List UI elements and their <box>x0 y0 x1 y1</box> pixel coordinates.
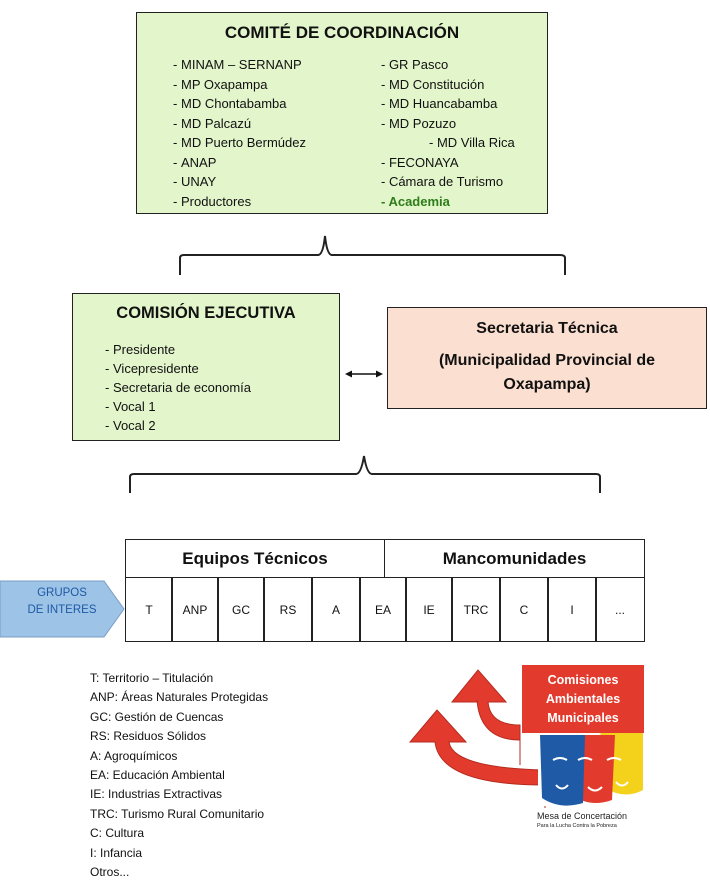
legend-item: IE: Industrias Extractivas <box>90 787 223 802</box>
comisiones-ambientales-box: Comisiones Ambientales Municipales <box>522 665 644 733</box>
table-cell: RS <box>263 577 313 642</box>
ejecutiva-list: -Presidente -Vicepresidente -Secretaria … <box>83 340 251 435</box>
table-cell: I <box>547 577 597 642</box>
list-item: - MD Pozuzo <box>381 115 457 131</box>
legend-item: GC: Gestión de Cuencas <box>90 709 224 724</box>
table-cell: GC <box>217 577 265 642</box>
comite-left-list: -MINAM – SERNANP -MP Oxapampa -MD Chonta… <box>151 55 306 211</box>
legend-item: I: Infancia <box>90 845 143 860</box>
table-cell: IE <box>405 577 453 642</box>
mesa-concertacion-label: Mesa de Concertación <box>537 811 628 821</box>
mancomunidades-header: Mancomunidades <box>384 539 645 578</box>
table-cell: ... <box>595 577 645 642</box>
list-item: -MD Puerto Bermúdez <box>173 135 306 150</box>
list-item: -ANAP <box>173 154 217 170</box>
list-item: -MINAM – SERNANP <box>173 57 302 72</box>
legend-item: TRC: Turismo Rural Comunitario <box>90 806 265 821</box>
list-item: - MD Villa Rica <box>429 135 515 150</box>
legend-item: C: Cultura <box>90 826 145 841</box>
list-item: - MD Constitución <box>381 76 485 92</box>
list-item: - MD Huancabamba <box>381 96 498 111</box>
grupos-interes-label: GRUPOS DE INTERES <box>27 587 97 616</box>
secretaria-line3: Oxapampa) <box>503 376 591 393</box>
legend-item: A: Agroquímicos <box>90 748 178 763</box>
secretaria-line1: Secretaria Técnica <box>476 320 618 337</box>
grupos-interes-tag <box>0 580 125 638</box>
legend-item: EA: Educación Ambiental <box>90 768 225 783</box>
table-cell: C <box>499 577 549 642</box>
list-item: -Vocal 1 <box>105 399 156 414</box>
ejecutiva-title: COMISIÓN EJECUTIVA <box>116 304 296 322</box>
comision-ejecutiva-box: COMISIÓN EJECUTIVA -Presidente -Vicepres… <box>72 293 340 441</box>
comite-title: COMITÉ DE COORDINACIÓN <box>224 23 460 42</box>
secretaria-tecnica-box: Secretaria Técnica (Municipalidad Provin… <box>387 307 707 409</box>
table-cell: ANP <box>171 577 219 642</box>
list-item: -MD Palcazú <box>173 115 252 131</box>
list-item-academia: - Academia <box>381 193 450 209</box>
table-cell: T <box>125 577 173 642</box>
list-item: - Cámara de Turismo <box>381 174 504 189</box>
legend-item: Otros... <box>90 865 130 880</box>
list-item: -MP Oxapampa <box>173 76 268 92</box>
list-item: -Vocal 2 <box>105 418 156 433</box>
mesa-concertacion-sublabel: Para la Lucha Contra la Pobreza <box>537 823 617 829</box>
comite-right-list: - GR Pasco - MD Constitución - MD Huanca… <box>381 55 515 211</box>
list-item: - FECONAYA <box>381 154 459 170</box>
list-item: -UNAY <box>173 174 217 189</box>
mesa-concertacion-logo <box>538 728 644 806</box>
red-arrow-icon <box>408 669 546 808</box>
list-item: -MD Chontabamba <box>173 96 287 111</box>
table-cell: TRC <box>451 577 501 642</box>
legend-item: ANP: Áreas Naturales Protegidas <box>90 690 269 705</box>
equipos-tecnicos-header: Equipos Técnicos <box>125 539 385 578</box>
comite-coordinacion-box: COMITÉ DE COORDINACIÓN -MINAM – SERNANP … <box>136 12 548 214</box>
brace-bottom <box>129 455 601 493</box>
list-item: -Vicepresidente <box>105 361 199 376</box>
list-item: -Presidente <box>105 342 176 357</box>
legend-item: RS: Residuos Sólidos <box>90 729 207 744</box>
table-cell: EA <box>359 577 407 642</box>
abbreviation-legend: T: Territorio – Titulación ANP: Áreas Na… <box>90 669 268 882</box>
secretaria-line2: (Municipalidad Provincial de <box>438 352 656 369</box>
list-item: - GR Pasco <box>381 57 449 72</box>
list-item: -Productores <box>173 193 252 209</box>
brace-top <box>179 235 566 275</box>
list-item: -Secretaria de economía <box>105 380 252 395</box>
double-arrow-icon <box>345 370 383 378</box>
legend-item: T: Territorio – Titulación <box>90 671 214 685</box>
table-cell: A <box>311 577 361 642</box>
